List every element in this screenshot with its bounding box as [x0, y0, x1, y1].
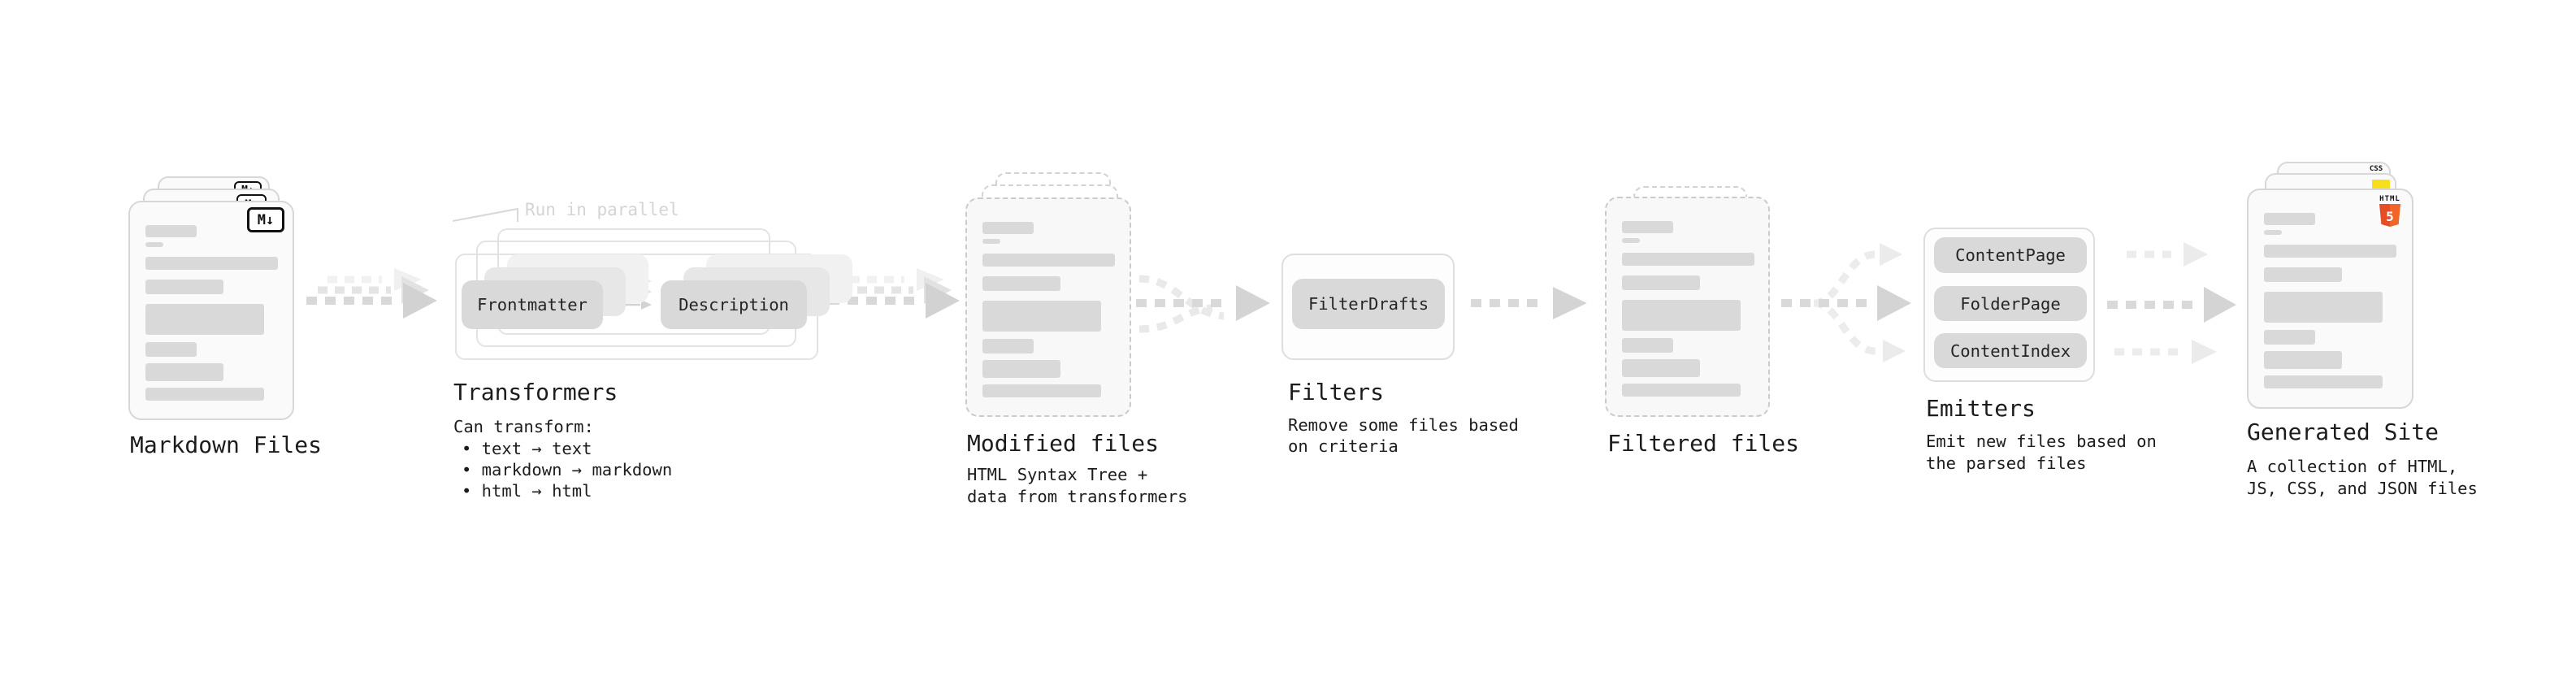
text-placeholder-bar [2264, 330, 2315, 345]
modified-file-card [965, 197, 1131, 417]
transformers-desc-title: Can transform: [453, 417, 594, 436]
text-placeholder-bar [2264, 230, 2282, 235]
text-placeholder-bar [145, 242, 163, 247]
desc-line: data from transformers [967, 487, 1188, 506]
text-placeholder-bar [1622, 338, 1673, 353]
bullet-item: • markdown → markdown [462, 460, 673, 479]
modified-files-desc: HTML Syntax Tree + data from transformer… [967, 464, 1188, 508]
filtered-file-card [1605, 197, 1770, 417]
text-placeholder-bar [1622, 384, 1741, 397]
arrow-modified-to-filters [1136, 275, 1270, 333]
desc-line: JS, CSS, and JSON files [2247, 479, 2478, 498]
svg-text:5: 5 [2386, 209, 2394, 224]
text-placeholder-bar [2264, 292, 2383, 323]
text-placeholder-bar [1622, 253, 1754, 266]
text-placeholder-bar [982, 360, 1060, 378]
text-placeholder-bar [145, 363, 223, 381]
arrow-markdown-to-transformers [306, 268, 437, 319]
desc-line: A collection of HTML, [2247, 457, 2458, 476]
text-placeholder-bar [145, 388, 264, 401]
text-placeholder-bar [2264, 245, 2396, 258]
transformers-label: Transformers [453, 379, 618, 406]
run-in-parallel-note: Run in parallel [525, 200, 679, 219]
text-placeholder-bar [145, 304, 264, 335]
text-placeholder-bar [2264, 213, 2315, 225]
frontmatter-pill: Frontmatter [462, 280, 603, 329]
bullet-item: • html → html [462, 481, 592, 501]
text-placeholder-bar [2264, 351, 2342, 369]
filterdrafts-pill: FilterDrafts [1292, 279, 1445, 329]
contentindex-pill: ContentIndex [1934, 333, 2087, 368]
arrow-transformers-to-modified [829, 268, 960, 319]
filters-label: Filters [1288, 379, 1385, 406]
text-placeholder-bar [2264, 375, 2383, 388]
js-icon [2372, 180, 2390, 189]
text-placeholder-bar [982, 254, 1115, 267]
arrow-filtered-to-emitters [1781, 243, 1911, 362]
generated-file-card: HTML 5 [2247, 189, 2413, 409]
desc-line: Remove some files based [1288, 415, 1519, 435]
text-placeholder-bar [982, 339, 1034, 354]
generated-site-label: Generated Site [2247, 419, 2439, 445]
text-placeholder-bar [982, 276, 1060, 291]
desc-line: HTML Syntax Tree + [967, 465, 1148, 484]
transformers-bullet-list: • text → text • markdown → markdown • ht… [462, 438, 672, 501]
markdown-icon: M↓ [247, 207, 284, 232]
text-placeholder-bar [145, 280, 223, 294]
desc-line: the parsed files [1926, 453, 2087, 473]
text-placeholder-bar [982, 222, 1034, 234]
text-placeholder-bar [982, 239, 1000, 244]
filtered-files-label: Filtered files [1607, 430, 1800, 457]
emitters-label: Emitters [1926, 395, 2036, 422]
text-placeholder-bar [145, 342, 197, 357]
generated-site-desc: A collection of HTML, JS, CSS, and JSON … [2247, 456, 2478, 500]
bullet-item: • text → text [462, 439, 592, 458]
text-placeholder-bar [2264, 267, 2342, 282]
description-pill: Description [661, 280, 807, 329]
text-placeholder-bar [982, 301, 1101, 332]
folderpage-pill: FolderPage [1934, 286, 2087, 321]
arrow-filters-to-filtered [1471, 287, 1587, 319]
modified-files-label: Modified files [967, 430, 1160, 457]
filters-desc: Remove some files based on criteria [1288, 414, 1519, 457]
text-placeholder-bar [1622, 275, 1700, 290]
text-placeholder-bar [1622, 238, 1640, 243]
arrow-emitters-to-generated [2107, 242, 2236, 364]
markdown-files-label: Markdown Files [130, 432, 323, 458]
text-placeholder-bar [1622, 300, 1741, 331]
markdown-file-card: M↓ [128, 201, 294, 420]
text-placeholder-bar [1622, 359, 1700, 377]
contentpage-pill: ContentPage [1934, 237, 2087, 273]
desc-line: on criteria [1288, 436, 1399, 456]
text-placeholder-bar [982, 384, 1101, 397]
note-leader-line [452, 207, 518, 222]
text-placeholder-bar [145, 225, 197, 237]
html5-icon: HTML 5 [2378, 195, 2402, 227]
text-placeholder-bar [1622, 221, 1673, 233]
text-placeholder-bar [145, 257, 278, 270]
emitters-desc: Emit new files based on the parsed files [1926, 431, 2157, 475]
desc-line: Emit new files based on [1926, 432, 2157, 451]
